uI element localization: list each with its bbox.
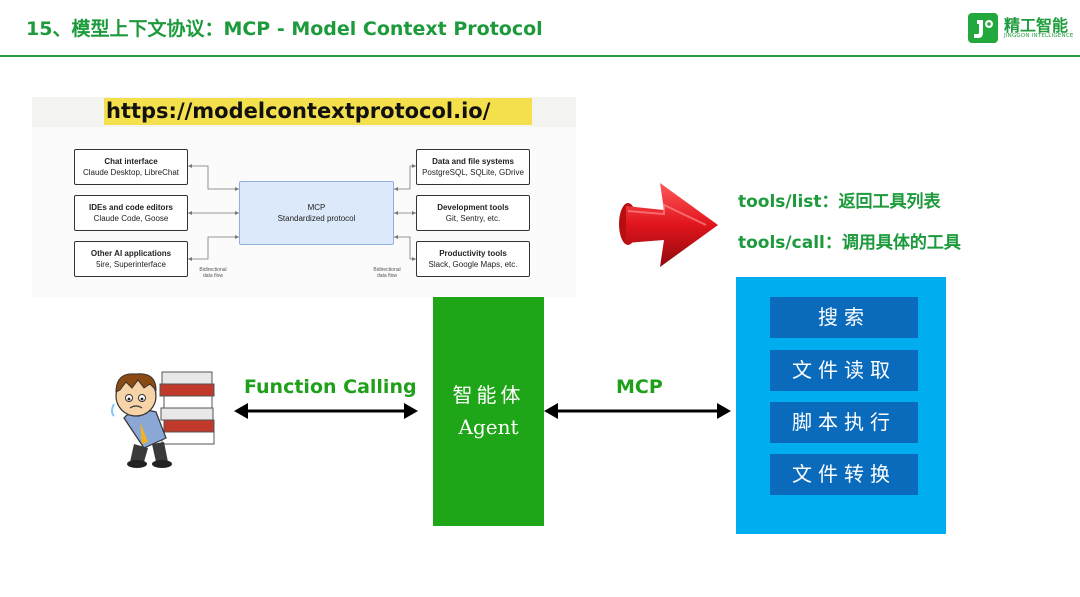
url-highlight: [104, 98, 532, 125]
agent-cn-label: 智能体: [452, 383, 525, 407]
page-title: 15、模型上下文协议：MCP - Model Context Protocol: [26, 18, 543, 40]
box-title: Development tools: [437, 203, 509, 212]
box-sub: Git, Sentry, etc.: [445, 214, 501, 223]
mcp-diagram-image: https://modelcontextprotocol.io/ Chat in…: [32, 97, 576, 297]
function-calling-label: Function Calling: [244, 376, 417, 398]
mcp-arrow-icon: [544, 403, 731, 419]
red-arrow-icon: [619, 183, 718, 267]
company-logo: 精工智能 JINGGON INTELLIGENCE: [968, 12, 1074, 46]
function-calling-arrow-icon: [234, 403, 418, 419]
overloaded-worker-icon: [111, 371, 215, 468]
diagram-box-data: Data and file systems PostgreSQL, SQLite…: [416, 149, 530, 185]
logo-subtext: JINGGON INTELLIGENCE: [1004, 33, 1074, 39]
box-title: Productivity tools: [439, 249, 507, 258]
box-title: IDEs and code editors: [88, 203, 174, 212]
box-sub: Slack, Google Maps, etc.: [428, 260, 518, 269]
diagram-connectors: [188, 164, 416, 261]
agent-en-label: Agent: [458, 415, 519, 439]
box-title: MCP: [307, 203, 326, 212]
logo-text: 精工智能: [1004, 16, 1069, 35]
box-title: Chat interface: [104, 157, 158, 166]
flow-label-right: Bidirectional data flow: [373, 267, 401, 279]
box-sub: 5ire, Superinterface: [96, 260, 166, 269]
flow-label-left: Bidirectional data flow: [199, 267, 227, 279]
tools-call-text: tools/call：调用具体的工具: [738, 233, 961, 253]
tools-panel: 搜索 文件读取 脚本执行 文件转换: [736, 277, 946, 534]
box-sub: PostgreSQL, SQLite, GDrive: [422, 168, 524, 177]
tool-search: 搜索: [770, 297, 918, 338]
diagram-box-productivity: Productivity tools Slack, Google Maps, e…: [416, 241, 530, 277]
agent-block: 智能体 Agent: [433, 297, 544, 526]
box-sub: Claude Desktop, LibreChat: [82, 168, 180, 177]
tool-file-read: 文件读取: [770, 350, 918, 391]
logo-mark-icon: [968, 13, 998, 43]
diagram-box-ide: IDEs and code editors Claude Code, Goose: [74, 195, 188, 231]
box-title: Data and file systems: [432, 157, 514, 166]
tool-file-convert: 文件转换: [770, 454, 918, 495]
diagram-box-other-ai: Other AI applications 5ire, Superinterfa…: [74, 241, 188, 277]
tool-script-exec: 脚本执行: [770, 402, 918, 443]
tools-list-text: tools/list：返回工具列表: [738, 192, 941, 212]
box-sub: Claude Code, Goose: [93, 214, 169, 223]
url-text: https://modelcontextprotocol.io/: [106, 99, 491, 123]
box-title: Other AI applications: [90, 249, 172, 258]
diagram-box-chat: Chat interface Claude Desktop, LibreChat: [74, 149, 188, 185]
header-divider: [0, 55, 1080, 57]
box-sub: Standardized protocol: [277, 214, 356, 223]
diagram-box-mcp: MCP Standardized protocol: [239, 181, 394, 245]
mcp-label: MCP: [616, 376, 663, 398]
diagram-box-dev: Development tools Git, Sentry, etc.: [416, 195, 530, 231]
